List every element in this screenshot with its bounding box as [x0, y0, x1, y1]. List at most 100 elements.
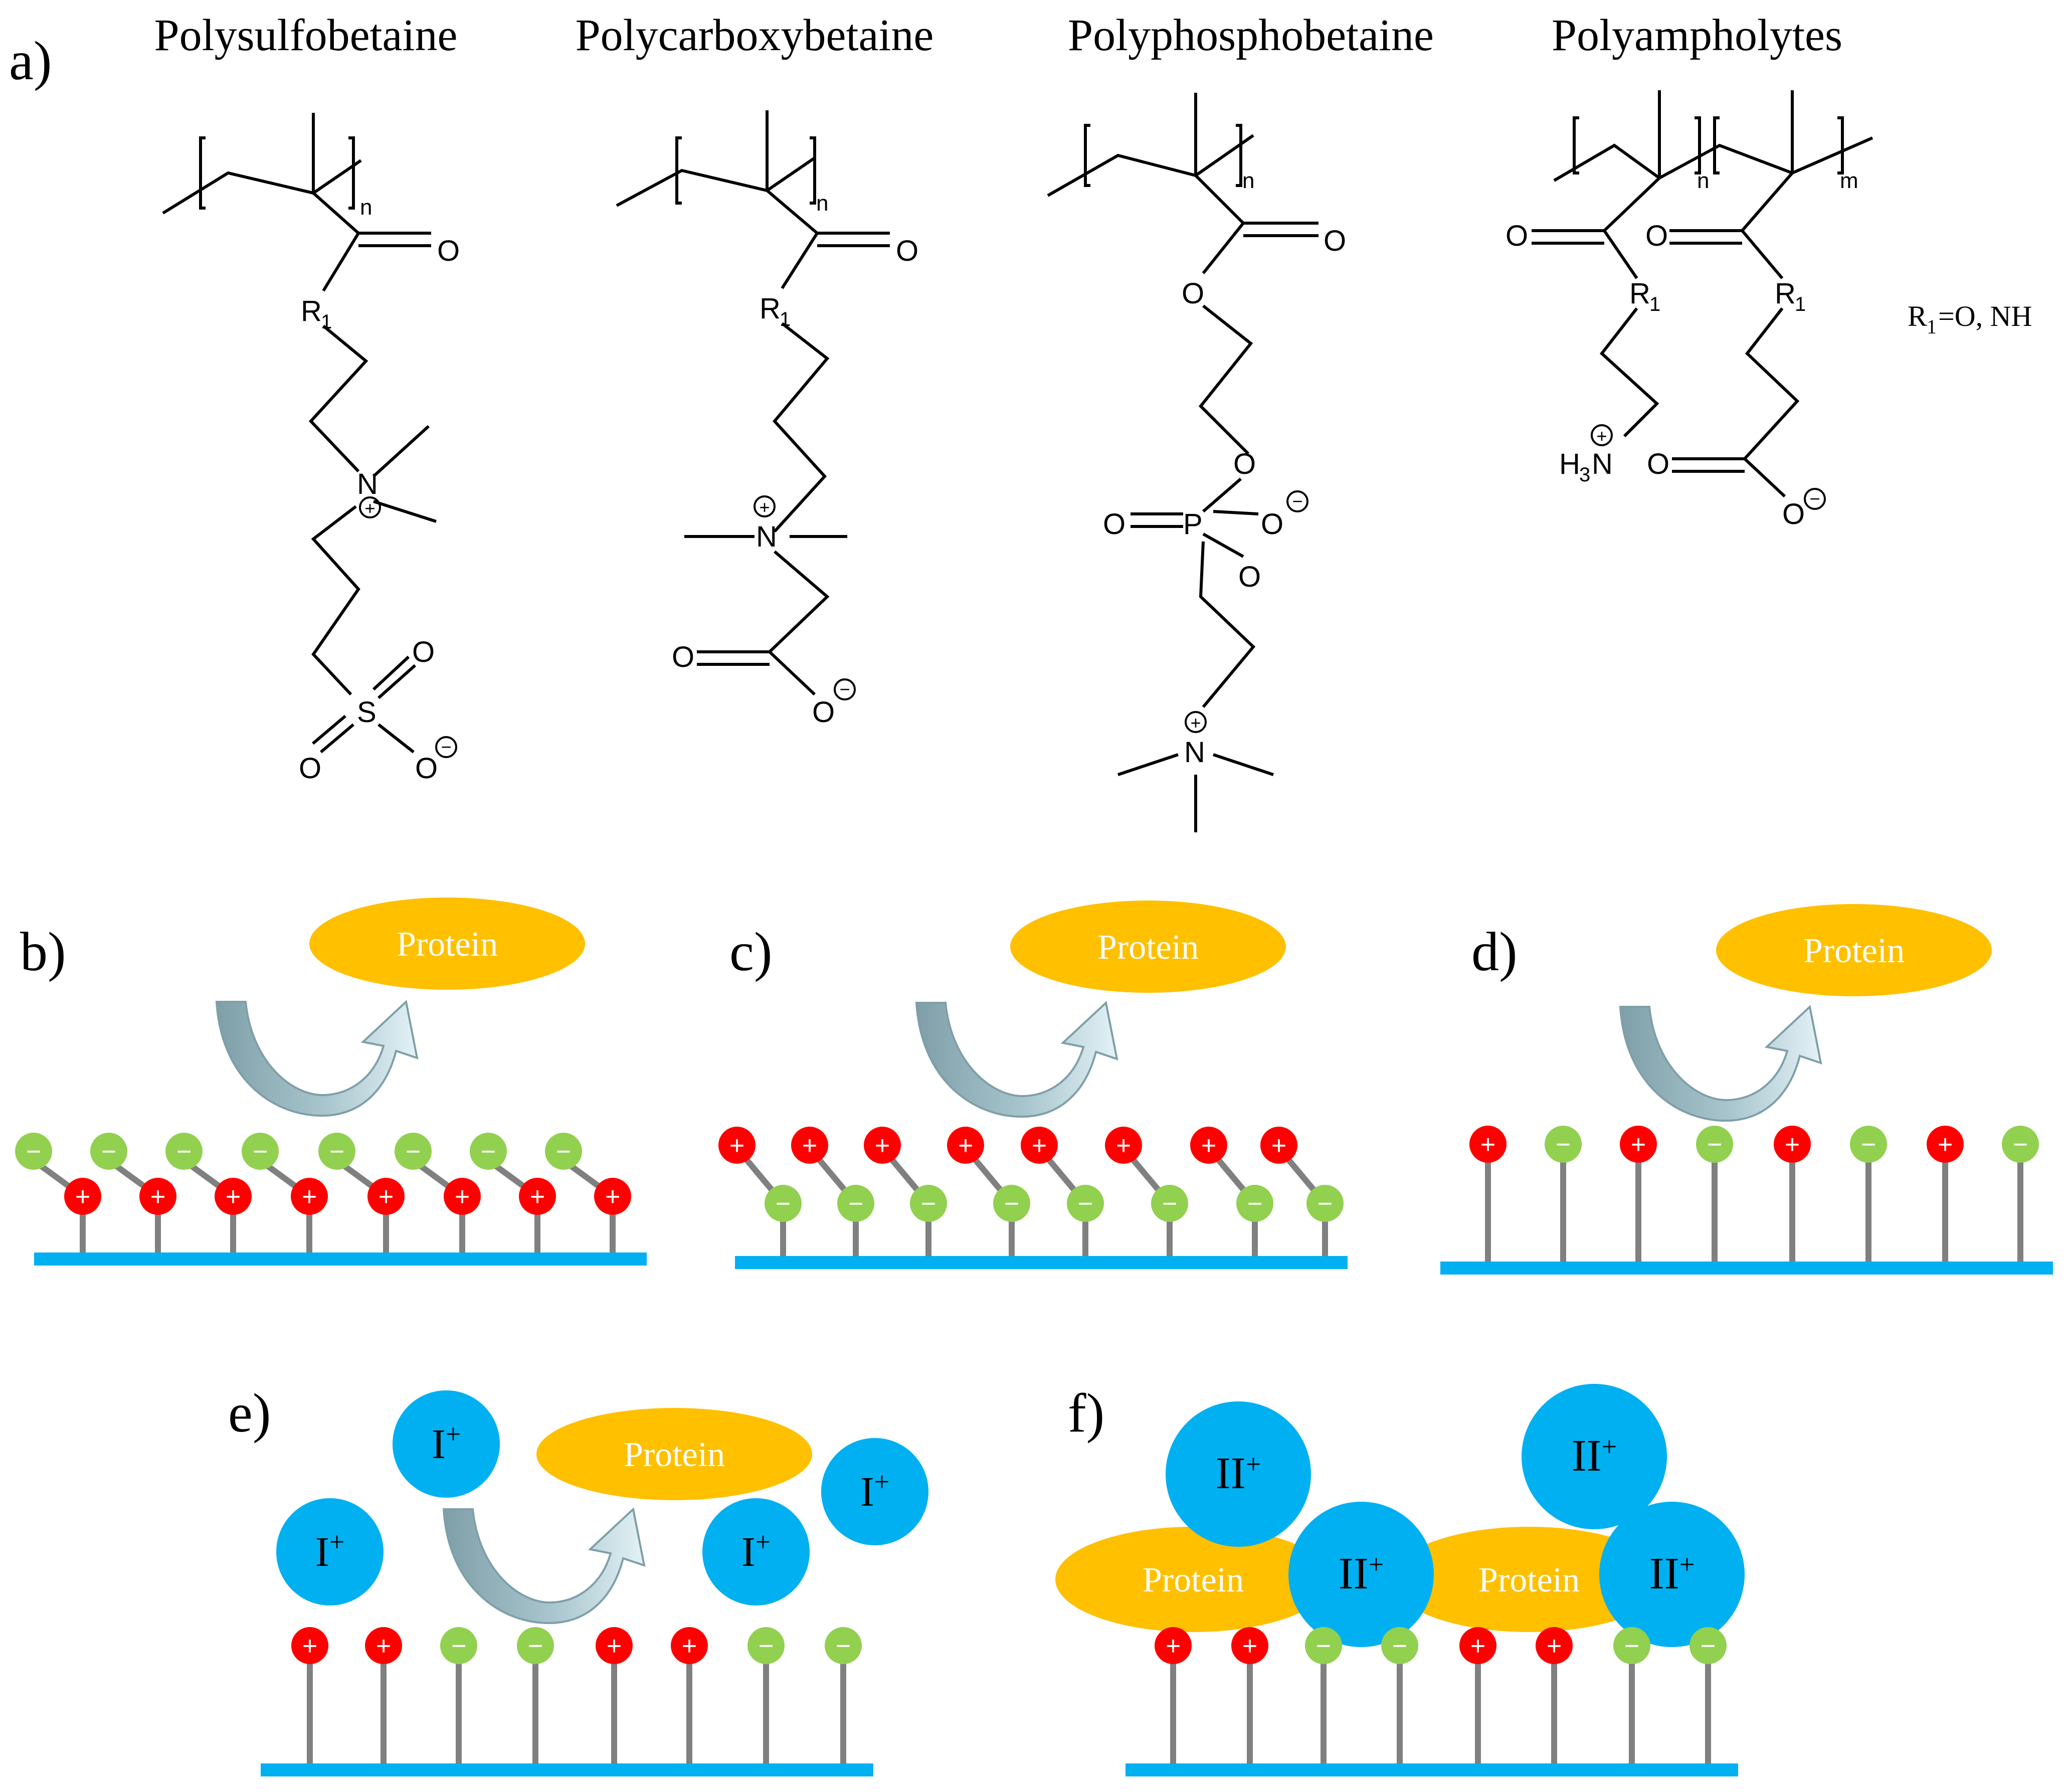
svg-text:+: +	[364, 498, 375, 518]
charge-symbol: +	[1242, 1632, 1257, 1661]
panel-label-c: c)	[729, 921, 772, 982]
panel-label-b: b)	[20, 921, 66, 982]
charge-symbol: +	[1785, 1130, 1800, 1159]
ion-circle	[702, 1498, 810, 1605]
svg-text:1: 1	[1927, 315, 1937, 338]
charge-symbol: +	[1032, 1131, 1047, 1160]
charge-symbol: −	[2013, 1130, 2028, 1159]
charge-bead	[242, 1133, 279, 1170]
ion-charge: +	[1369, 1549, 1384, 1579]
sulfo-atom-N: N	[357, 468, 378, 500]
ion-charge: +	[874, 1467, 889, 1497]
charge-bead	[215, 1178, 252, 1215]
title-polyphosphobetaine: Polyphosphobetaine	[1068, 11, 1434, 60]
svg-text:+: +	[1596, 426, 1607, 446]
negative-charge: −	[90, 1133, 127, 1170]
charge-symbol: −	[1861, 1130, 1876, 1159]
ion-label: I+	[741, 1527, 771, 1575]
charge-symbol: +	[1116, 1131, 1131, 1160]
charge-symbol: +	[958, 1131, 973, 1160]
protein-ellipse	[309, 898, 585, 990]
positive-charge: +	[1105, 1127, 1142, 1164]
ion-circle	[276, 1498, 384, 1605]
negative-charge: −	[470, 1133, 507, 1170]
charge-bead	[517, 1627, 554, 1664]
svg-text:+: +	[759, 497, 770, 517]
charge-bead	[291, 1627, 328, 1664]
structure-polycarboxybetaine	[616, 110, 890, 696]
charge-symbol: +	[1271, 1131, 1286, 1160]
charge-bead	[1620, 1126, 1657, 1163]
negative-charge: −	[165, 1133, 203, 1170]
protein-ellipse	[1391, 1527, 1667, 1632]
ion-label: II+	[1216, 1449, 1261, 1498]
svg-text:+: +	[1190, 712, 1201, 733]
r1-definition: R 1 =O, NH	[1908, 300, 2032, 338]
monovalent-ion: I+	[393, 1390, 500, 1498]
monovalent-ion: I+	[276, 1498, 384, 1605]
carboxy-atom-R-sub: 1	[780, 308, 791, 330]
charge-symbol: −	[406, 1137, 421, 1166]
charge-bead	[1260, 1127, 1297, 1164]
charge-bead	[1469, 1126, 1507, 1163]
positive-charge: +	[718, 1127, 756, 1164]
sulfo-charge-minus: −	[435, 736, 457, 758]
divalent-ion: II+	[1166, 1401, 1311, 1547]
ampho-atom-R-left-sub: 1	[1649, 293, 1660, 315]
negative-charge: −	[242, 1133, 279, 1170]
negative-charge: −	[517, 1627, 554, 1664]
charge-symbol: +	[802, 1131, 817, 1160]
ampho-atom-N: N	[1592, 448, 1613, 480]
negative-charge: −	[1236, 1185, 1273, 1222]
positive-charge: +	[1260, 1127, 1297, 1164]
charge-bead	[318, 1133, 355, 1170]
charge-bead	[1689, 1627, 1727, 1664]
charge-symbol: −	[1162, 1189, 1177, 1218]
ion-label: I+	[315, 1527, 344, 1575]
svg-text:=O, NH: =O, NH	[1938, 300, 2032, 332]
charge-symbol: −	[1707, 1130, 1722, 1159]
charge-symbol: +	[379, 1182, 394, 1211]
ampho-atom-R-right: R	[1775, 277, 1796, 310]
panel-a: a) Polysulfobetaine Polycarboxybetaine P…	[9, 11, 2032, 832]
ampho-charge-minus: −	[1804, 488, 1826, 510]
ampho-subscript-n: n	[1697, 168, 1709, 193]
positive-charge: +	[519, 1178, 556, 1215]
ion-base: I	[860, 1469, 874, 1515]
repulsion-arrow	[216, 1001, 418, 1117]
charge-bead	[1381, 1627, 1418, 1664]
negative-charge: −	[1613, 1627, 1650, 1664]
charge-symbol: +	[226, 1182, 241, 1211]
charge-symbol: +	[455, 1182, 470, 1211]
divalent-ion: II+	[1522, 1384, 1667, 1529]
positive-charge: +	[947, 1127, 984, 1164]
ion-circle	[1522, 1384, 1667, 1529]
ion-base: II	[1216, 1449, 1246, 1498]
negative-charge: −	[1545, 1126, 1582, 1163]
charge-bead	[1306, 1185, 1344, 1222]
svg-text:R: R	[1908, 300, 1927, 332]
negative-charge: −	[15, 1133, 52, 1170]
positive-charge: +	[791, 1127, 828, 1164]
charge-symbol: +	[530, 1182, 545, 1211]
negative-charge: −	[1381, 1627, 1418, 1664]
charge-symbol: +	[75, 1182, 90, 1211]
charge-symbol: −	[329, 1137, 344, 1166]
charge-symbol: −	[1078, 1189, 1093, 1218]
charge-symbol: +	[1631, 1130, 1646, 1159]
charge-symbol: −	[176, 1137, 192, 1166]
sulfo-atom-O-top: O	[412, 636, 435, 668]
charge-bead	[1151, 1185, 1188, 1222]
structure-polyphosphobetaine	[1047, 93, 1319, 832]
substrate-surface	[735, 1256, 1348, 1269]
protein-ellipse	[1010, 901, 1286, 993]
charge-symbol: −	[1247, 1189, 1262, 1218]
ion-charge: +	[446, 1419, 461, 1449]
carboxy-subscript-n: n	[816, 191, 828, 216]
ampho-atom-O-acid-double: O	[1647, 448, 1669, 480]
charge-bead	[765, 1185, 802, 1222]
charge-symbol: +	[875, 1131, 890, 1160]
charge-symbol: −	[528, 1632, 543, 1661]
charge-bead	[1021, 1127, 1058, 1164]
phospho-charge-minus: −	[1286, 490, 1308, 512]
